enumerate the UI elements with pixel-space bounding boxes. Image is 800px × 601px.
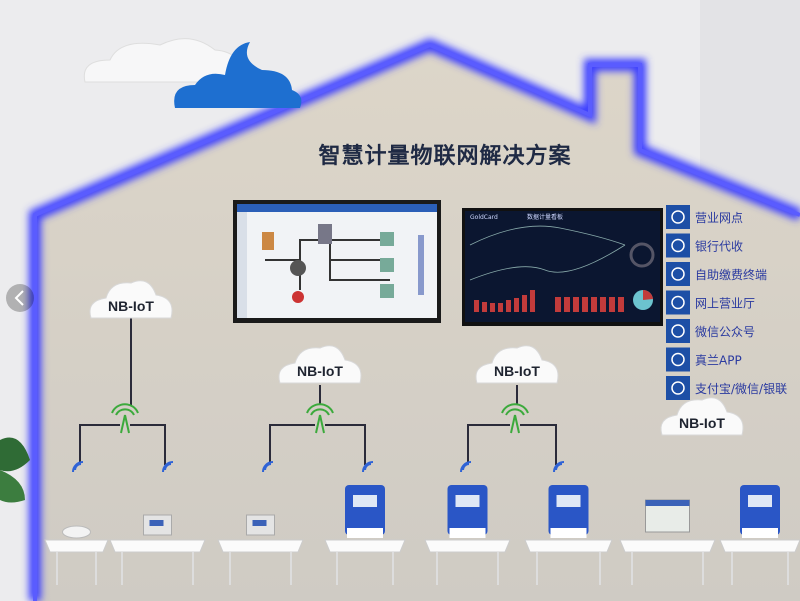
small-meter bbox=[143, 514, 172, 536]
service-label: 真兰APP bbox=[695, 354, 742, 368]
gas-meter bbox=[345, 485, 385, 538]
shelf bbox=[109, 514, 206, 585]
wifi-icon bbox=[362, 461, 374, 473]
wifi-icon bbox=[72, 461, 84, 473]
gas-meter bbox=[740, 485, 780, 538]
decor-cloud-blue bbox=[174, 42, 302, 108]
cloud-shape bbox=[475, 345, 559, 384]
gas-meter bbox=[447, 485, 488, 538]
service-label: 银行代收 bbox=[695, 240, 743, 254]
signal-tower-icon bbox=[111, 403, 139, 434]
fire-icon bbox=[666, 205, 690, 229]
globe-icon bbox=[666, 290, 690, 315]
shelf bbox=[44, 525, 109, 585]
cloud-shape bbox=[89, 280, 173, 319]
nb-iot-node: NB-IoT bbox=[262, 345, 374, 473]
exhibit-title: 智慧计量物联网解决方案 bbox=[318, 143, 571, 169]
bank-icon bbox=[666, 233, 690, 258]
cloud-shape bbox=[278, 345, 362, 384]
gas-meter bbox=[548, 485, 589, 538]
monitor-scada bbox=[233, 200, 441, 323]
shelf bbox=[424, 485, 511, 585]
shelf bbox=[324, 485, 406, 585]
monitor-dashboard: GoldCard 数据计量看板 bbox=[462, 208, 663, 326]
nb-iot-network: NB-IoT NB-IoT NB-IoT NB-IoT bbox=[72, 280, 744, 473]
nb-iot-node: NB-IoT bbox=[72, 280, 174, 473]
service-item: 真兰APP bbox=[666, 347, 742, 372]
service-item: 微信公众号 bbox=[666, 319, 755, 343]
wifi-icon bbox=[262, 461, 274, 473]
carousel-prev-button[interactable] bbox=[6, 284, 34, 312]
shelf bbox=[619, 499, 716, 585]
water-meter bbox=[645, 499, 690, 533]
service-label: 微信公众号 bbox=[695, 325, 755, 339]
app-icon bbox=[666, 347, 690, 372]
cloud-label: NB-IoT bbox=[679, 415, 725, 431]
cloud-label: NB-IoT bbox=[494, 363, 540, 379]
dashboard-brand: GoldCard bbox=[470, 214, 498, 221]
signal-tower-icon bbox=[306, 403, 334, 434]
wechat-icon bbox=[666, 319, 690, 343]
device-shelves bbox=[44, 485, 800, 585]
shelf bbox=[524, 485, 613, 585]
service-label: 支付宝/微信/银联 bbox=[695, 382, 787, 396]
dashboard-title: 数据计量看板 bbox=[527, 213, 563, 221]
service-label: 自助缴费终端 bbox=[695, 267, 767, 282]
shelf bbox=[217, 514, 304, 585]
service-label: 网上营业厅 bbox=[695, 297, 755, 311]
small-meter bbox=[246, 514, 275, 536]
plant bbox=[0, 437, 30, 503]
service-item: 营业网点 bbox=[666, 205, 743, 229]
yuan-icon bbox=[666, 262, 690, 286]
nb-iot-node: NB-IoT bbox=[460, 345, 565, 473]
cloud-shape bbox=[660, 397, 744, 436]
pay-icon bbox=[666, 376, 690, 400]
service-item: 网上营业厅 bbox=[666, 290, 755, 315]
service-item: 银行代收 bbox=[666, 233, 743, 258]
nb-iot-node: NB-IoT bbox=[660, 397, 744, 436]
wifi-icon bbox=[553, 461, 565, 473]
cloud-label: NB-IoT bbox=[297, 363, 343, 379]
signal-tower-icon bbox=[501, 403, 529, 434]
shelf bbox=[719, 485, 800, 585]
cloud-label: NB-IoT bbox=[108, 298, 154, 314]
service-label: 营业网点 bbox=[695, 211, 743, 225]
service-item: 支付宝/微信/银联 bbox=[666, 376, 787, 400]
wifi-icon bbox=[460, 461, 472, 473]
smart-sensor bbox=[62, 525, 91, 539]
wifi-icon bbox=[162, 461, 174, 473]
service-item: 自助缴费终端 bbox=[666, 262, 767, 286]
